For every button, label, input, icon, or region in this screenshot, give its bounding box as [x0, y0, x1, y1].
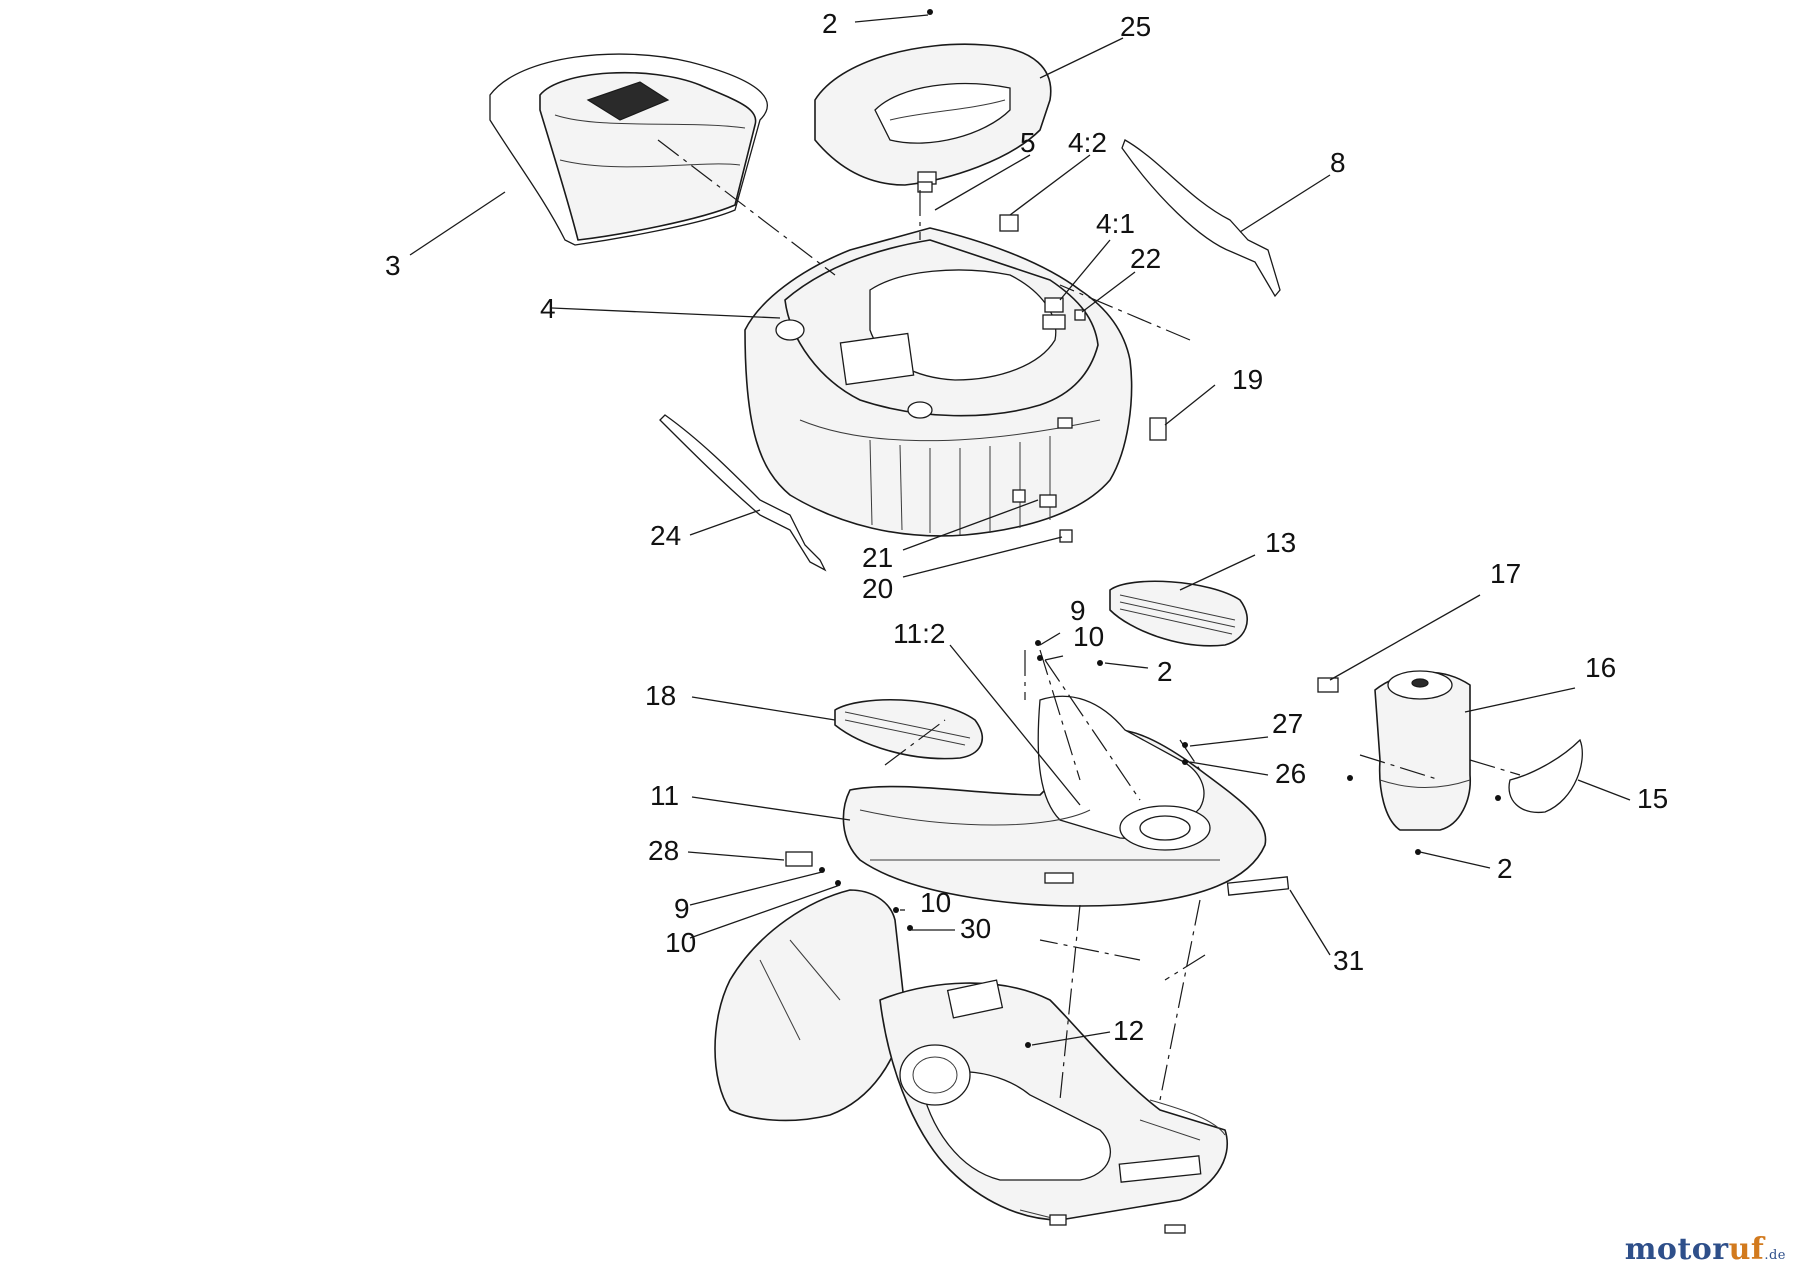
- decal-28: [785, 851, 813, 867]
- watermark-logo: motoruf.de: [1625, 1232, 1786, 1267]
- callout-2-mid: 2: [1157, 656, 1173, 687]
- part-right-strip: [1121, 139, 1281, 298]
- decal-20: [1059, 529, 1073, 543]
- callout-13: 13: [1265, 527, 1296, 558]
- callout-21: 21: [862, 542, 893, 573]
- callout-4: 4: [540, 293, 556, 324]
- decal-31: [1226, 876, 1290, 896]
- part-left-strip: [659, 414, 827, 572]
- callout-8: 8: [1330, 147, 1346, 178]
- leader-lines: [409, 14, 1631, 1046]
- part-left-foot-mat: [834, 698, 983, 760]
- watermark-part-b: uf: [1728, 1232, 1765, 1267]
- callout-4-1: 4:1: [1096, 208, 1135, 239]
- callout-18: 18: [645, 680, 676, 711]
- callout-26: 26: [1275, 758, 1306, 789]
- callout-15: 15: [1637, 783, 1668, 814]
- callout-2-right: 2: [1497, 853, 1513, 884]
- callout-27: 27: [1272, 708, 1303, 739]
- decal-17: [1317, 677, 1339, 693]
- callout-30: 30: [960, 913, 991, 944]
- part-main-body: [744, 227, 1133, 537]
- part-footrest-body: [842, 695, 1267, 907]
- decal-19: [1149, 417, 1167, 441]
- callout-20: 20: [862, 573, 893, 604]
- callout-9-upper: 9: [1070, 595, 1086, 626]
- callout-11: 11: [650, 780, 679, 811]
- callout-16: 16: [1585, 652, 1616, 683]
- callout-9-lower: 9: [674, 893, 690, 924]
- callout-2-top: 2: [822, 8, 838, 39]
- callout-22: 22: [1130, 243, 1161, 274]
- callout-11-2: 11:2: [893, 618, 945, 649]
- assembly-lines: [657, 139, 1521, 1101]
- callout-5: 5: [1020, 127, 1036, 158]
- callout-31: 31: [1333, 945, 1364, 976]
- decal-21: [1039, 494, 1057, 508]
- callout-24: 24: [650, 520, 681, 551]
- decal-4-1: [1044, 297, 1064, 313]
- callout-labels: 2 25 5 4:2 8 4:1 22 3 4 19 24 21 20 13 1…: [385, 8, 1668, 1046]
- part-right-foot-mat: [1109, 580, 1249, 647]
- watermark-part-a: motor: [1624, 1232, 1729, 1267]
- callout-10-upper: 10: [1073, 621, 1104, 652]
- decal-4-2: [999, 214, 1019, 232]
- callout-25: 25: [1120, 11, 1151, 42]
- callout-12: 12: [1113, 1015, 1144, 1046]
- watermark-part-c: .de: [1764, 1248, 1786, 1263]
- callout-17: 17: [1490, 558, 1521, 589]
- part-seat-cover: [489, 53, 768, 246]
- part-side-housing: [1374, 670, 1471, 831]
- part-bracket: [1508, 738, 1583, 814]
- decal-5: [917, 181, 933, 193]
- decal-22: [1074, 309, 1086, 321]
- callout-19: 19: [1232, 364, 1263, 395]
- part-dash-cover: [814, 43, 1052, 186]
- decals-group: [917, 181, 1167, 543]
- part-frame: [714, 889, 1228, 1234]
- callout-28: 28: [648, 835, 679, 866]
- callout-10-lower: 10: [665, 927, 696, 958]
- callout-3: 3: [385, 250, 401, 281]
- fasteners: [819, 9, 1501, 1048]
- callout-10-mid: 10: [920, 887, 951, 918]
- callout-4-2: 4:2: [1068, 127, 1107, 158]
